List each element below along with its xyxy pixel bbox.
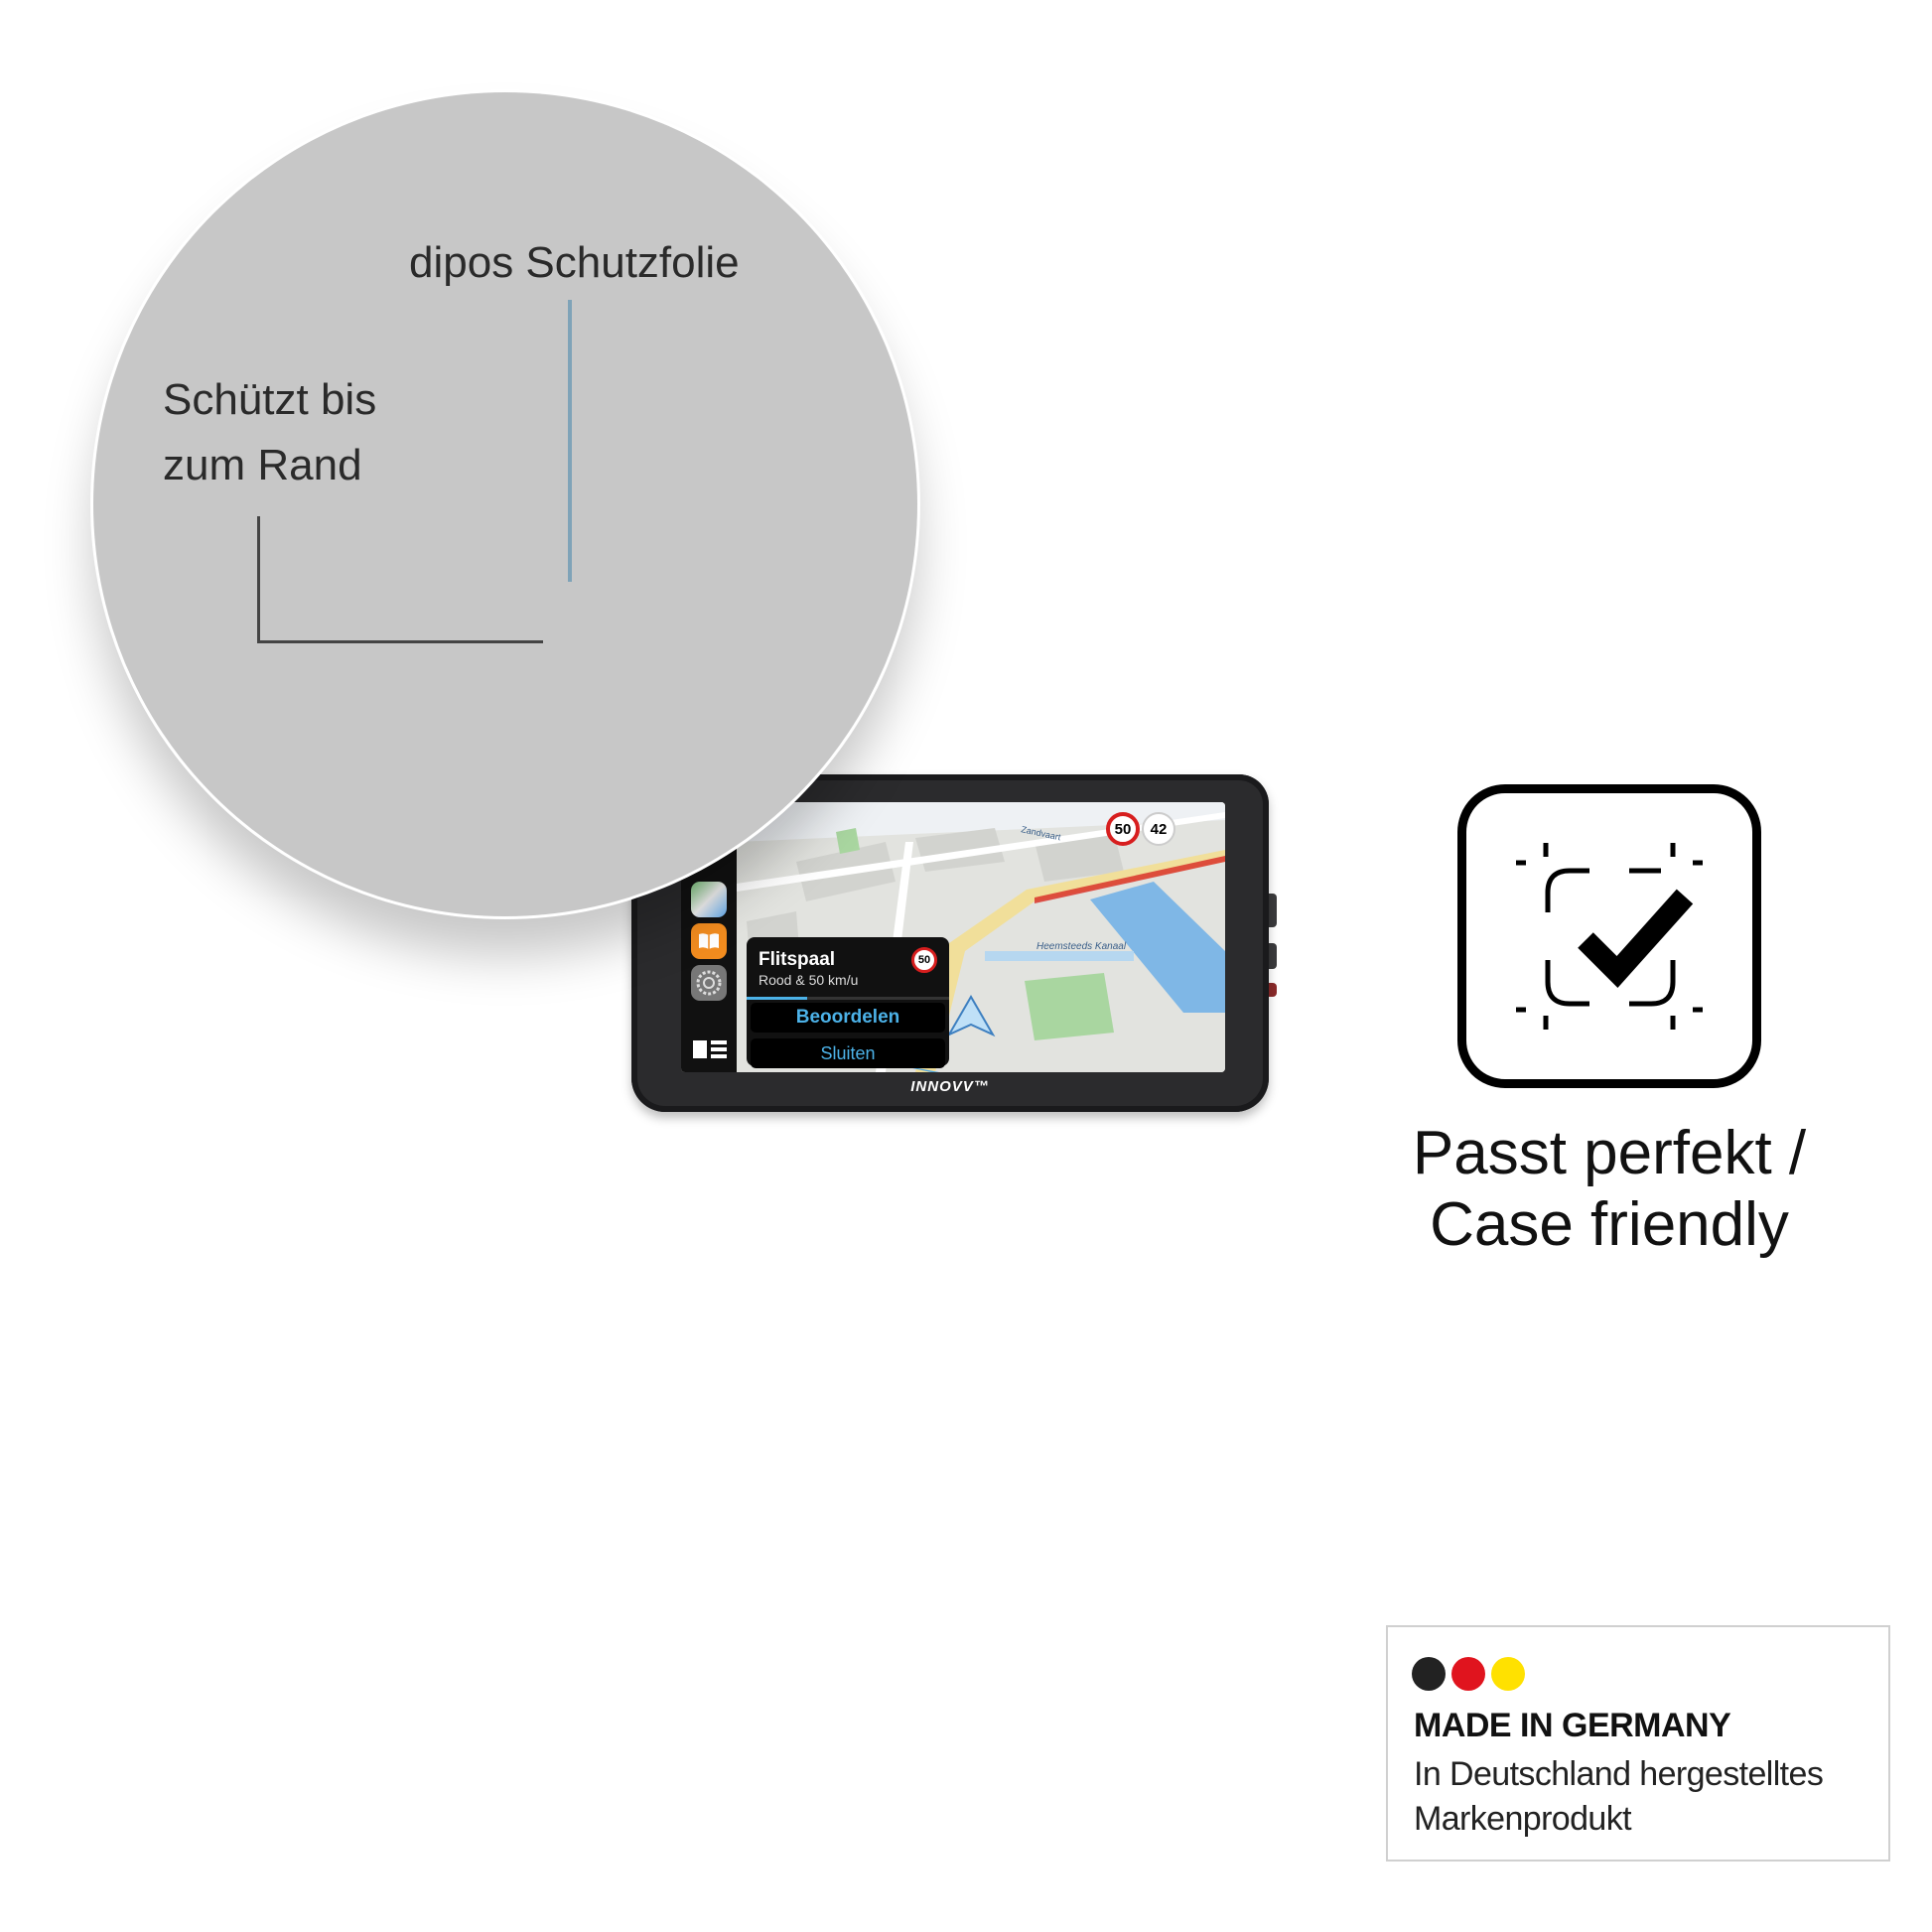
badge-subtitle-line1: In Deutschland hergestelltes	[1414, 1755, 1824, 1793]
close-button[interactable]: Sluiten	[751, 1038, 945, 1068]
position-arrow-icon	[946, 995, 996, 1037]
alert-title: Flitspaal	[759, 949, 836, 970]
edge-callout-line-horizontal	[257, 640, 543, 643]
film-callout-line	[568, 300, 572, 582]
speed-camera-alert: Flitspaal Rood & 50 km/u 50 Beoordelen S…	[747, 937, 949, 1068]
settings-icon[interactable]	[691, 965, 727, 1001]
edge-callout-label: Schützt bis zum Rand	[163, 367, 376, 498]
alert-progress-bar	[747, 997, 949, 1000]
maps-icon[interactable]	[691, 882, 727, 917]
case-friendly-line1: Passt perfekt /	[1412, 1119, 1807, 1187]
edge-callout-line1: Schützt bis	[163, 375, 377, 424]
flag-dot-black	[1412, 1657, 1446, 1691]
flag-dot-red	[1451, 1657, 1485, 1691]
badge-title: MADE IN GERMANY	[1414, 1707, 1731, 1744]
check-in-frame-icon	[1457, 784, 1761, 1088]
edge-callout-line2: zum Rand	[163, 441, 362, 489]
current-speed-display: 42	[1142, 812, 1175, 846]
edge-callout-line-vertical	[257, 516, 260, 643]
alert-progress-fill	[747, 997, 808, 1000]
alert-subtitle: Rood & 50 km/u	[759, 972, 859, 988]
magnifier-circle	[93, 92, 917, 916]
case-friendly-label: Passt perfekt / Case friendly	[1370, 1118, 1849, 1261]
dashboard-icon[interactable]	[693, 1040, 727, 1058]
map-canal-label: Heemsteeds Kanaal	[1036, 941, 1127, 952]
badge-subtitle-line2: Markenprodukt	[1414, 1800, 1632, 1838]
device-brand-logo: INNOVV™	[910, 1078, 990, 1095]
books-icon[interactable]	[691, 923, 727, 959]
alert-speed-sign: 50	[911, 947, 937, 973]
flag-dot-gold	[1491, 1657, 1525, 1691]
device-screen: Zandvaart Heemsteeds Kanaal	[681, 802, 1225, 1072]
badge-subtitle: In Deutschland hergestelltes Markenprodu…	[1414, 1752, 1880, 1842]
rate-button[interactable]: Beoordelen	[751, 1003, 945, 1033]
film-callout-label: dipos Schutzfolie	[409, 238, 740, 287]
case-friendly-line2: Case friendly	[1430, 1190, 1789, 1259]
speed-limit-sign: 50	[1106, 812, 1140, 846]
made-in-germany-badge: MADE IN GERMANY In Deutschland hergestel…	[1386, 1625, 1890, 1862]
